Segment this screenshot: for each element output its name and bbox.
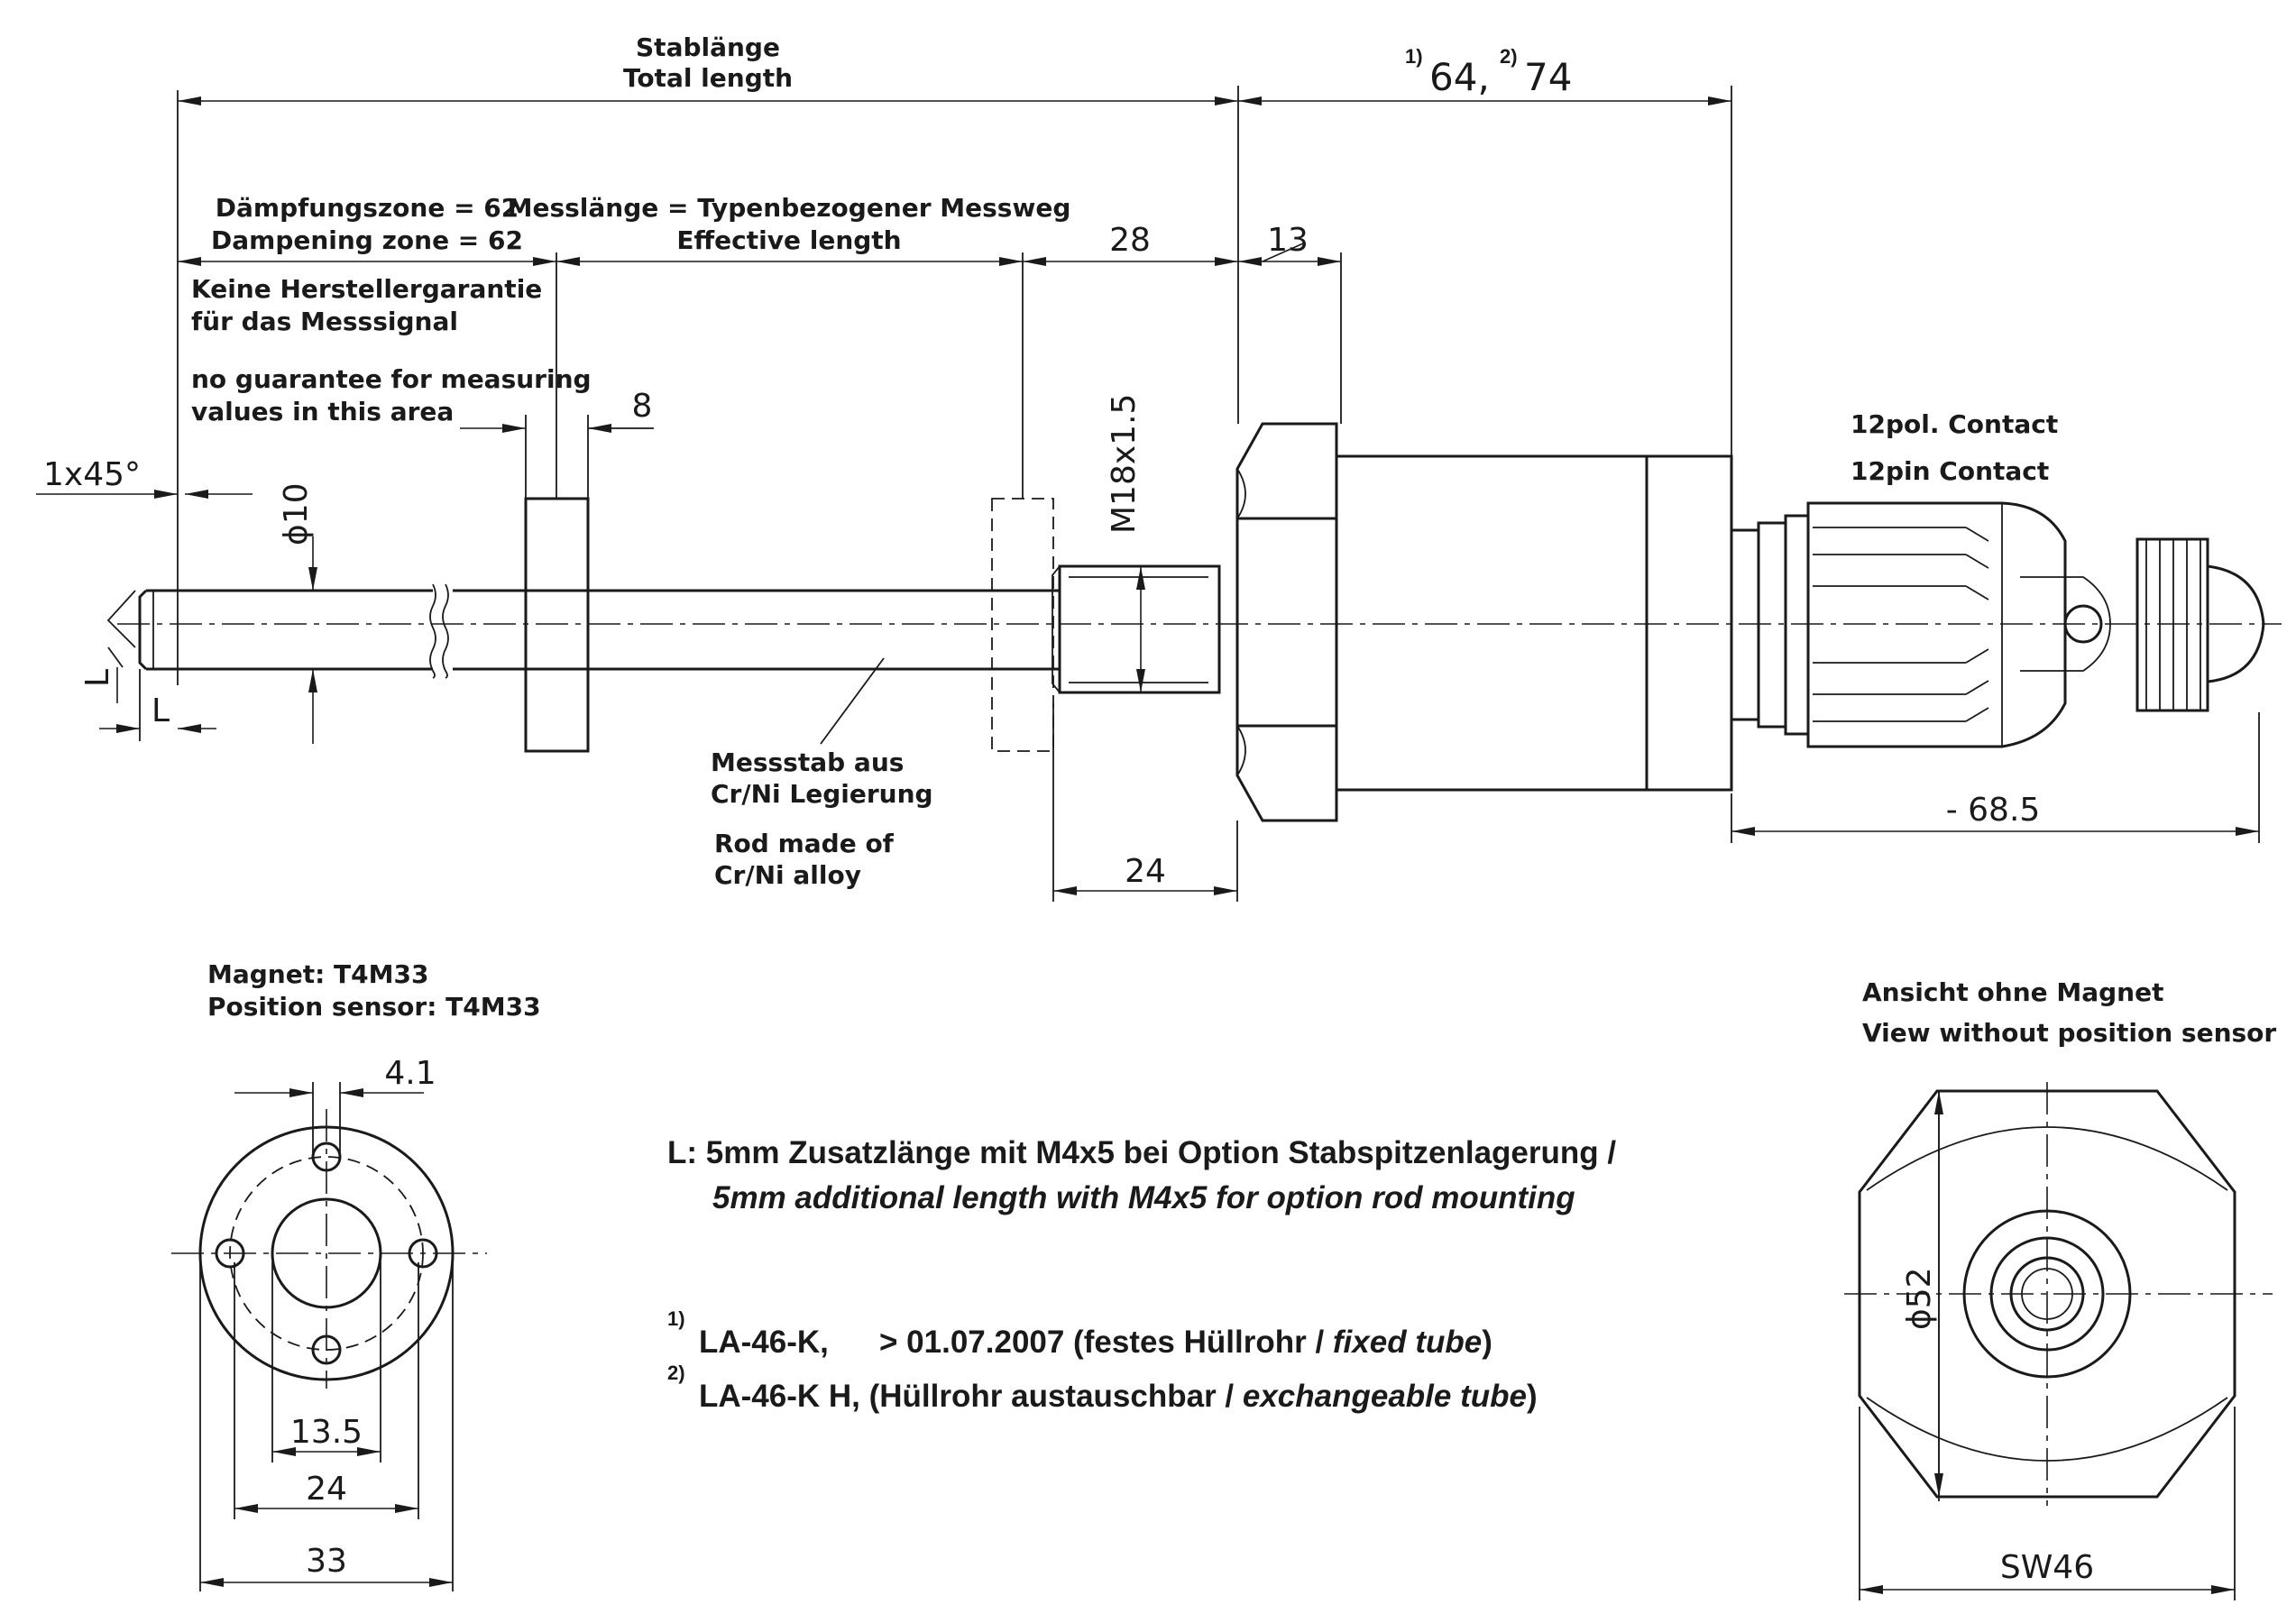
magnet-bolt-circle — [229, 1156, 424, 1351]
thread-m18x1-5: M18x1.5 — [1106, 394, 1143, 534]
dim-74: 74 — [1524, 55, 1572, 99]
dim-24-thread: 24 — [1125, 853, 1166, 890]
contact-en: 12pin Contact — [1851, 456, 2049, 486]
total-length-en: Total length — [623, 63, 793, 93]
dim-28: 28 — [1109, 222, 1151, 259]
magnet-title-2: Position sensor: T4M33 — [207, 992, 541, 1022]
dim-13: 13 — [1267, 222, 1309, 259]
magnet-ring — [524, 497, 590, 753]
dim-L-vertical: L — [79, 669, 116, 687]
rod-material-de-2: Cr/Ni Legierung — [711, 779, 933, 809]
footnote-ref-2: 2) — [1500, 45, 1518, 68]
magnet-view-labels: Magnet: T4M33 Position sensor: T4M33 4.1… — [207, 959, 541, 1580]
side-view — [36, 86, 2282, 902]
footnote-1-mark: 1) — [667, 1307, 685, 1330]
end-view-title-1: Ansicht ohne Magnet — [1862, 977, 2163, 1007]
magnet-view — [171, 1082, 487, 1591]
sw-46: SW46 — [2000, 1549, 2094, 1586]
dim-4-1: 4.1 — [384, 1055, 436, 1092]
hex-outline — [1858, 1089, 2236, 1499]
no-guarantee-de-1: Keine Herstellergarantie — [191, 274, 542, 304]
dim-33: 33 — [306, 1543, 347, 1580]
dim-13-5: 13.5 — [290, 1414, 363, 1451]
side-view-labels: Stablänge Total length 1) 64, 2) 74 Dämp… — [43, 32, 2058, 890]
damping-zone-en: Dampening zone = 62 — [211, 225, 523, 255]
measuring-length-en: Effective length — [676, 225, 901, 255]
magnet-bore — [271, 1197, 382, 1309]
dim-64: 64, — [1429, 55, 1490, 99]
contact-de: 12pol. Contact — [1851, 409, 2058, 439]
damping-zone-de: Dämpfungszone = 62 — [216, 193, 519, 223]
notes: L: 5mm Zusatzlänge mit M4x5 bei Option S… — [667, 1135, 1616, 1414]
footnote-ref-1: 1) — [1405, 45, 1423, 68]
tip-option-sketch — [106, 590, 136, 648]
end-view-labels: Ansicht ohne Magnet View without positio… — [1862, 977, 2276, 1586]
dim-8: 8 — [632, 388, 653, 425]
dim-24-magnet: 24 — [306, 1471, 347, 1508]
magnet-end-position — [991, 498, 1054, 752]
rod-material-en-1: Rod made of — [714, 829, 895, 858]
measuring-length-de: Messlänge = Typenbezogener Messweg — [508, 193, 1071, 223]
connector-12pin — [1730, 501, 2265, 748]
end-view — [1844, 1082, 2273, 1600]
thread-section — [1052, 564, 1221, 694]
footnote-2-text: LA-46-K H, (Hüllrohr austauschbar / exch… — [699, 1379, 1538, 1414]
dia-52: ϕ52 — [1901, 1267, 1938, 1330]
rod-material-de-1: Messstab aus — [711, 747, 904, 777]
footnote-2-mark: 2) — [667, 1362, 685, 1384]
no-guarantee-de-2: für das Messsignal — [191, 307, 458, 336]
note-L-line1: L: 5mm Zusatzlänge mit M4x5 bei Option S… — [667, 1135, 1616, 1170]
measuring-rod — [138, 583, 1060, 679]
hex-nut — [1235, 422, 1338, 822]
end-outer-circle — [1962, 1209, 2132, 1379]
dia-10: ϕ10 — [278, 482, 315, 546]
no-guarantee-en-2: values in this area — [191, 397, 454, 426]
note-L-line2: 5mm additional length with M4x5 for opti… — [712, 1180, 1575, 1215]
chamfer-1x45: 1x45° — [43, 456, 141, 493]
end-view-title-2: View without position sensor — [1862, 1018, 2276, 1048]
no-guarantee-en-1: no guarantee for measuring — [191, 364, 592, 394]
dim-L-horizontal: L — [152, 692, 170, 729]
rod-material-en-2: Cr/Ni alloy — [714, 860, 861, 890]
footnote-1-date: > 01.07.2007 (festes Hüllrohr / fixed tu… — [879, 1325, 1492, 1360]
sensor-housing — [1335, 454, 1733, 792]
total-length-de: Stablänge — [636, 32, 780, 62]
footnote-1-model: LA-46-K, — [699, 1325, 829, 1360]
magnet-title-1: Magnet: T4M33 — [207, 959, 428, 989]
dim-68-5: - 68.5 — [1946, 792, 2041, 829]
